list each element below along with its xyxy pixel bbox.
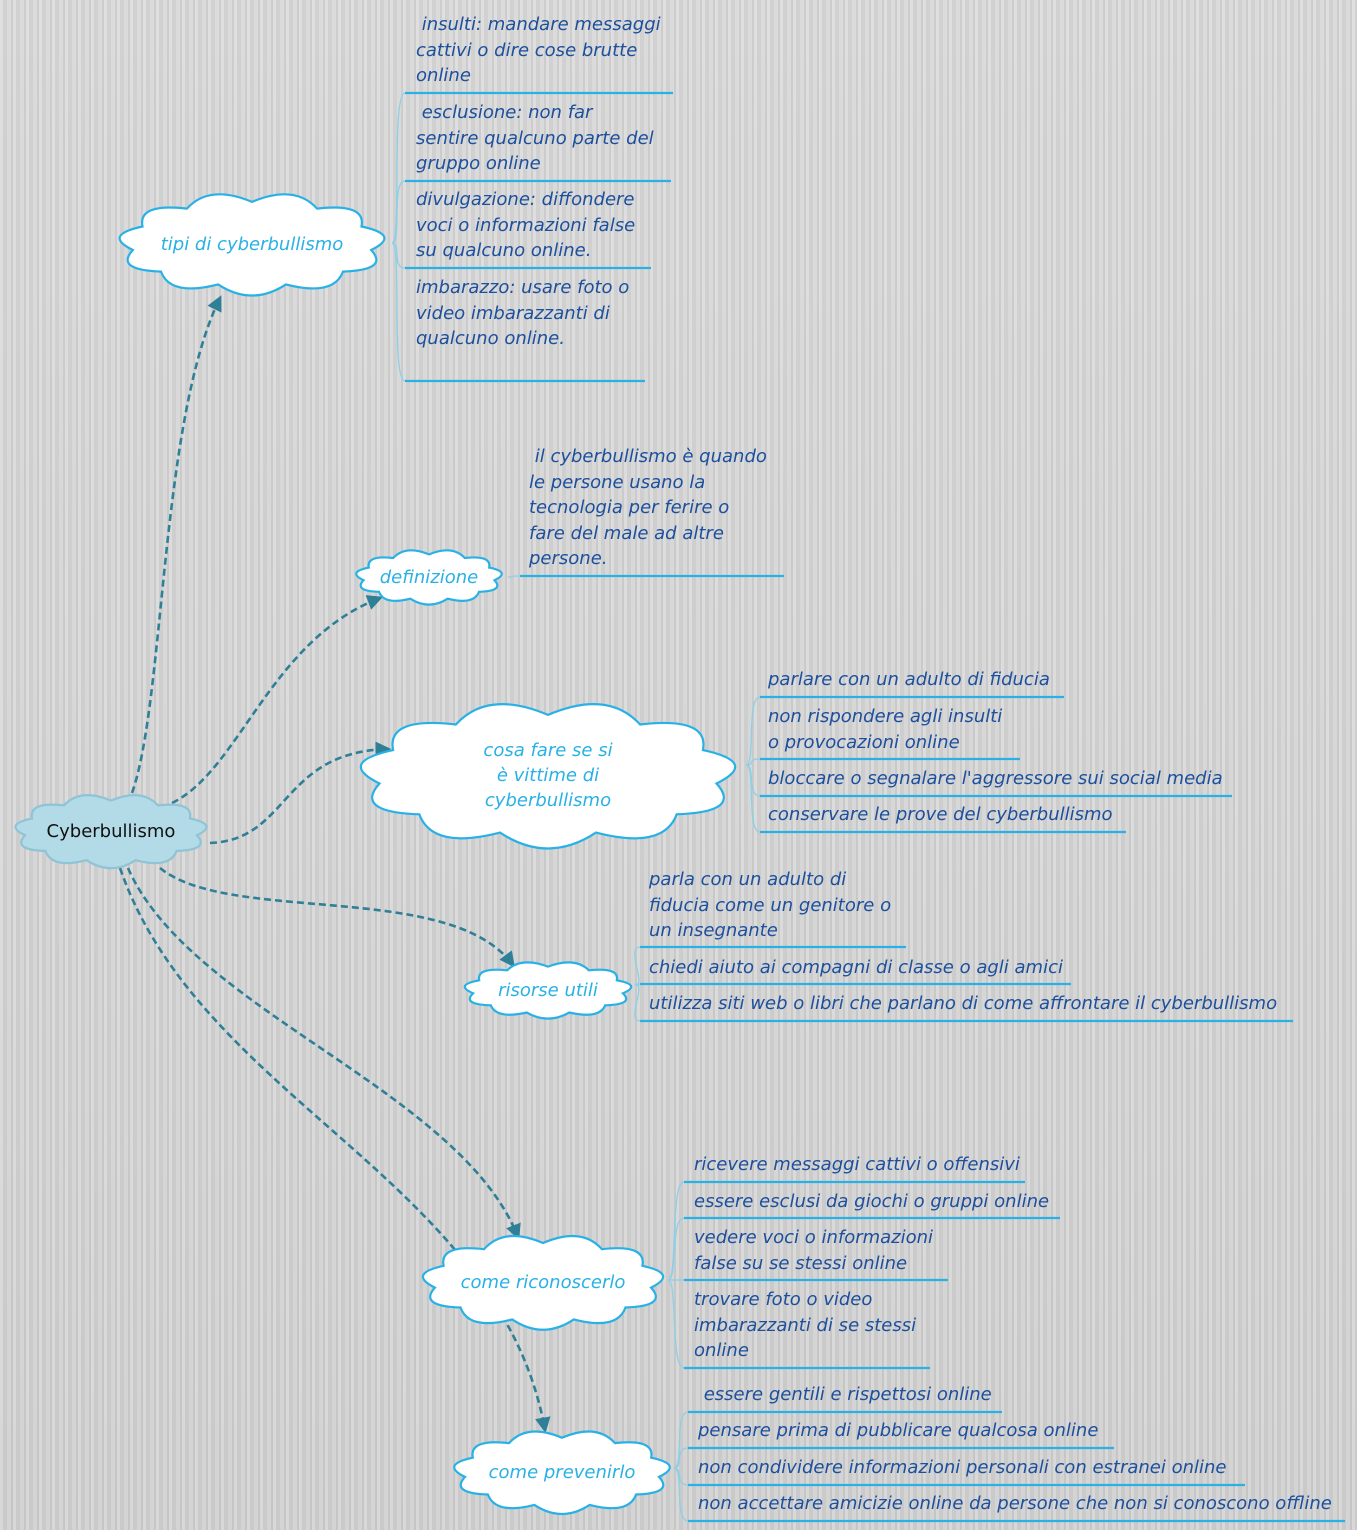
cloud-outline <box>359 703 737 850</box>
branch-node-tipi-di-cyberbullismo[interactable]: tipi di cyberbullismo <box>110 188 394 300</box>
leaf-cosafare-non-rispondere[interactable]: non rispondere agli insulti o provocazio… <box>768 706 1003 753</box>
leaf-definizione-text[interactable]: il cyberbullismo è quando le persone usa… <box>529 446 767 569</box>
leaf-risorse-utilizza[interactable]: utilizza siti web o libri che parlano di… <box>649 993 1278 1014</box>
branch-node-come-riconoscerlo[interactable]: come riconoscerlo <box>414 1230 672 1334</box>
branch-node-definizione[interactable]: definizione <box>350 546 508 608</box>
root-node-label: Cyberbullismo <box>46 820 176 842</box>
branch-line <box>745 764 761 797</box>
leaf-riconoscere-messaggi[interactable]: ricevere messaggi cattivi o offensivi <box>694 1154 1020 1175</box>
leaf-riconoscere-esclusi[interactable]: essere esclusi da giochi o gruppi online <box>694 1191 1050 1212</box>
branch-line <box>391 180 406 244</box>
leaf-cosafare-conservare[interactable]: conservare le prove del cyberbullismo <box>768 804 1113 825</box>
branch-node-label: cosa fare se si è vittime di cyberbullis… <box>483 739 613 811</box>
connector-prevenirlo <box>118 867 551 1434</box>
leaf-cosafare-bloccare[interactable]: bloccare o segnalare l'aggressore sui so… <box>768 768 1223 789</box>
branch-line <box>391 92 406 244</box>
leaf-tipi-imbarazzo[interactable]: imbarazzo: usare foto o video imbarazzan… <box>416 277 630 349</box>
branch-node-cosa-fare[interactable]: cosa fare se si è vittime di cyberbullis… <box>348 696 748 854</box>
branch-node-come-prevenirlo[interactable]: come prevenirlo <box>446 1426 678 1518</box>
connector-definizione <box>171 595 383 805</box>
leaf-prevenire-non-accettare[interactable]: non accettare amicizie online da persone… <box>698 1493 1332 1514</box>
branch-node-label: risorse utili <box>498 979 598 1001</box>
branch-node-label: come prevenirlo <box>488 1461 636 1483</box>
branch-line <box>667 1217 685 1281</box>
branch-line <box>667 1279 685 1369</box>
leaf-cosafare-parlare[interactable]: parlare con un adulto di fiducia <box>768 669 1050 690</box>
cloud-outline <box>463 961 633 1020</box>
branch-line <box>745 696 761 766</box>
leaf-riconoscere-voci[interactable]: vedere voci o informazioni false su se s… <box>694 1227 934 1274</box>
cloud-shape <box>453 1430 671 1516</box>
leaf-tipi-esclusione[interactable]: esclusione: non far sentire qualcuno par… <box>416 102 654 174</box>
connector-riconoscerlo <box>126 867 521 1240</box>
branch-line <box>507 575 521 578</box>
leaf-risorse-chiedi[interactable]: chiedi aiuto ai compagni di classe o agl… <box>649 957 1063 978</box>
cloud-outline <box>118 193 386 297</box>
leaf-prevenire-pensare[interactable]: pensare prima di pubblicare qualcosa onl… <box>698 1420 1099 1441</box>
leaf-tipi-divulgazione[interactable]: divulgazione: diffondere voci o informaz… <box>416 189 636 261</box>
cloud-outline <box>355 549 503 606</box>
leaf-tipi-insulti[interactable]: insulti: mandare messaggi cattivi o dire… <box>416 14 661 86</box>
cloud-shape <box>359 703 737 850</box>
cloud-outline <box>453 1430 671 1516</box>
cloud-outline <box>14 794 208 870</box>
branch-line <box>673 1447 689 1469</box>
branch-node-label: tipi di cyberbullismo <box>160 233 344 255</box>
branch-line <box>391 242 406 269</box>
cloud-shape <box>355 549 503 606</box>
cloud-shape <box>422 1234 664 1331</box>
connector-tipi <box>130 295 222 794</box>
leaf-risorse-parla[interactable]: parla con un adulto di fiducia come un g… <box>649 869 892 941</box>
root-node-cyberbullismo[interactable]: Cyberbullismo <box>8 790 214 872</box>
connector-cosa-fare <box>209 741 392 845</box>
branch-line <box>634 984 641 1022</box>
cloud-shape <box>118 193 386 297</box>
branch-node-risorse-utili[interactable]: risorse utili <box>458 958 638 1022</box>
branch-line <box>745 764 761 833</box>
cloud-shape <box>463 961 633 1020</box>
cloud-outline <box>422 1234 664 1331</box>
leaf-prevenire-gentili[interactable]: essere gentili e rispettosi online <box>698 1384 992 1405</box>
branch-node-label: definizione <box>379 566 479 588</box>
branch-node-label: come riconoscerlo <box>460 1271 626 1293</box>
connector-risorse <box>159 866 515 968</box>
branch-line <box>673 1411 689 1469</box>
leaf-riconoscere-foto[interactable]: trovare foto o video imbarazzanti di se … <box>694 1289 917 1361</box>
branch-line <box>391 242 406 382</box>
leaf-prevenire-non-condividere[interactable]: non condividere informazioni personali c… <box>698 1457 1227 1478</box>
branch-line <box>667 1181 685 1281</box>
branch-line <box>673 1467 689 1522</box>
cloud-shape <box>14 794 208 870</box>
